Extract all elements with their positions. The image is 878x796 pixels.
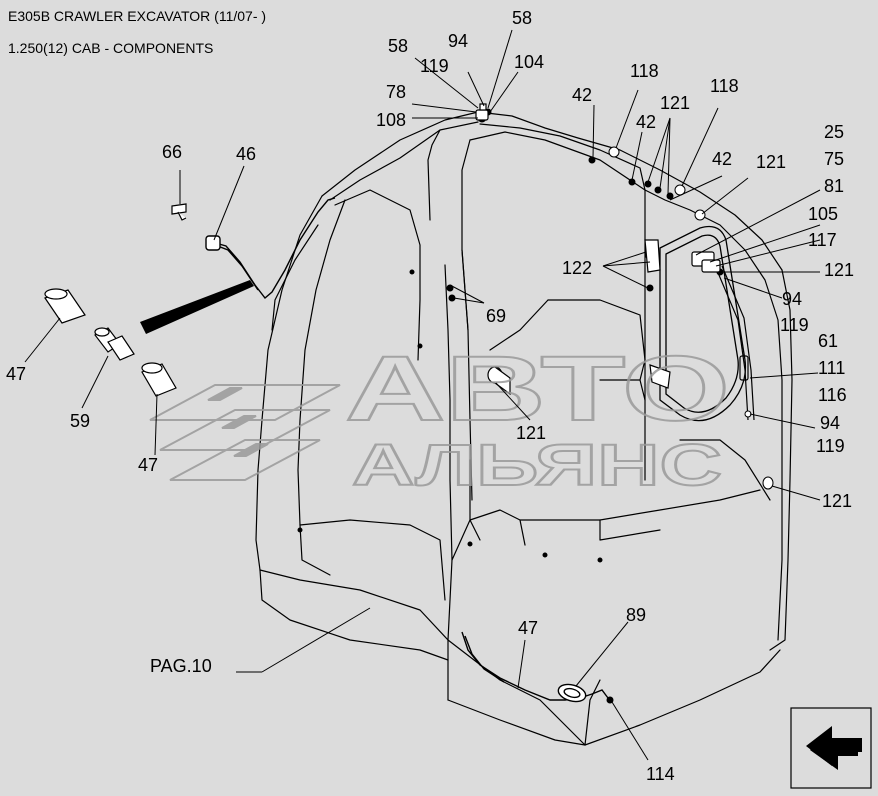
watermark: АВТО АЛЬЯНС xyxy=(149,337,731,499)
callout-59: 59 xyxy=(70,411,90,431)
part-89-grommet xyxy=(557,683,587,703)
watermark-line1: АВТО xyxy=(345,338,730,440)
strap xyxy=(140,280,254,334)
part-47-tube-mid xyxy=(141,362,177,397)
callout-47: 47 xyxy=(138,455,158,475)
callout-121: 121 xyxy=(824,260,854,280)
cab-frame xyxy=(255,111,793,746)
part-46-cable xyxy=(205,197,336,300)
callout-119: 119 xyxy=(780,315,809,335)
callout-58: 58 xyxy=(388,36,408,56)
callout-94: 94 xyxy=(820,413,840,433)
callout-66: 66 xyxy=(162,142,182,162)
part-59-connector xyxy=(94,327,135,361)
callout-118: 118 xyxy=(710,76,739,96)
callouts: 58 58 94 119 104 78 108 42 118 121 42 11… xyxy=(6,8,854,784)
callout-111: 111 xyxy=(818,358,845,378)
callout-118: 118 xyxy=(630,61,659,81)
callout-pag10: PAG.10 xyxy=(150,656,212,676)
callout-46: 46 xyxy=(236,144,256,164)
callout-75: 75 xyxy=(824,149,844,169)
rear-window xyxy=(659,225,747,422)
callout-94: 94 xyxy=(448,31,468,51)
part-47-tube-top xyxy=(44,288,86,324)
callout-122: 122 xyxy=(562,258,592,278)
callout-81: 81 xyxy=(824,176,844,196)
callout-61: 61 xyxy=(818,331,838,351)
callout-47: 47 xyxy=(6,364,26,384)
callout-47: 47 xyxy=(518,618,538,638)
part-121-cylinder xyxy=(487,366,511,396)
callout-25: 25 xyxy=(824,122,844,142)
callout-42: 42 xyxy=(636,112,656,132)
callout-121: 121 xyxy=(660,93,690,113)
callout-58: 58 xyxy=(512,8,532,28)
callout-42: 42 xyxy=(572,85,592,105)
callout-116: 116 xyxy=(818,385,847,405)
callout-108: 108 xyxy=(376,110,406,130)
callout-78: 78 xyxy=(386,82,406,102)
watermark-logo xyxy=(149,384,341,481)
watermark-line2: АЛЬЯНС xyxy=(352,433,722,498)
callout-121: 121 xyxy=(822,491,852,511)
hinge-bracket xyxy=(644,239,721,389)
callout-42: 42 xyxy=(712,149,732,169)
callout-121: 121 xyxy=(516,423,546,443)
callout-117: 117 xyxy=(808,230,837,250)
callout-119: 119 xyxy=(420,56,449,76)
window-rod xyxy=(715,265,755,421)
diagram-title: E305B CRAWLER EXCAVATOR (11/07- ) xyxy=(8,8,267,24)
callout-89: 89 xyxy=(626,605,646,625)
diagram-subtitle: 1.250(12) CAB - COMPONENTS xyxy=(8,40,214,56)
callout-114: 114 xyxy=(646,764,675,784)
callout-121: 121 xyxy=(756,152,786,172)
callout-104: 104 xyxy=(514,52,544,72)
callout-94: 94 xyxy=(782,289,802,309)
leader-lines xyxy=(24,29,821,761)
top-clip xyxy=(475,103,489,121)
callout-119: 119 xyxy=(816,436,845,456)
next-page-arrow-icon[interactable] xyxy=(790,707,872,789)
callout-69: 69 xyxy=(486,306,506,326)
callout-105: 105 xyxy=(808,204,838,224)
part-66-screw xyxy=(171,203,187,221)
part-47-bottom-cable xyxy=(461,631,609,701)
